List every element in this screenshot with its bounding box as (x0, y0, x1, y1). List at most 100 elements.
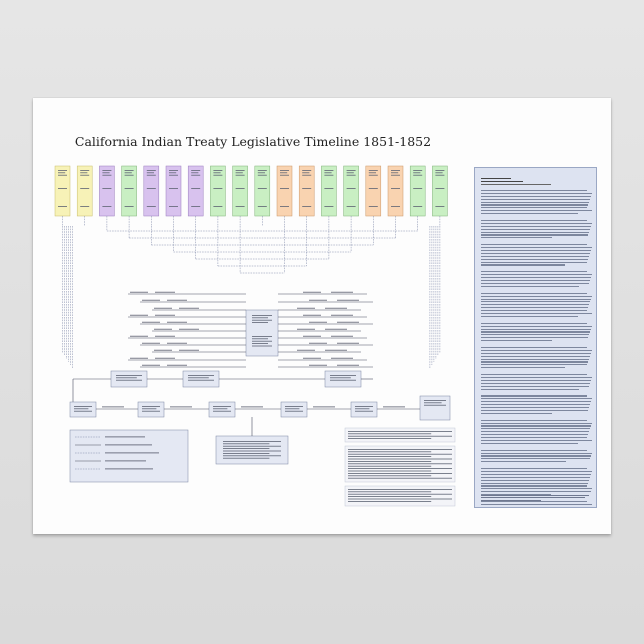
sidebar-text-line (481, 461, 566, 463)
sidebar-text-line (481, 250, 591, 252)
sidebar-text-line (481, 452, 592, 454)
date-label-left (167, 299, 187, 301)
process-box-text (424, 400, 446, 401)
treaty-box-text (191, 172, 199, 174)
process-date-label (383, 406, 405, 408)
treaty-box-text (146, 172, 154, 174)
treaty-box-text (235, 206, 245, 207)
treaty-box-text (435, 172, 443, 174)
treaty-column-box-3 (99, 165, 115, 217)
sidebar-text-line (481, 364, 587, 366)
treaty-box-text (102, 188, 112, 189)
process-date-label (102, 406, 124, 408)
sidebar-text-block (481, 190, 592, 507)
notes-paragraph-text (348, 496, 432, 497)
sidebar-text-line (481, 367, 565, 369)
sidebar-text-line (481, 355, 590, 357)
treaty-column-box-17 (409, 165, 426, 217)
notes-paragraph-text (348, 458, 452, 460)
notes-paragraph-text (348, 465, 432, 467)
process-box-text (74, 406, 92, 407)
date-label-right (331, 291, 353, 293)
sidebar-text-line (481, 468, 587, 470)
sidebar-text-line (481, 491, 591, 493)
treaty-box-text (435, 206, 445, 207)
sidebar-text-line (481, 195, 591, 197)
process-date-label (170, 406, 192, 408)
sidebar-text-line (481, 304, 589, 306)
sidebar-text-line (481, 382, 590, 384)
sidebar-text-line (481, 252, 590, 255)
sidebar-text-line (481, 395, 587, 397)
treaty-column-box-12 (298, 165, 315, 217)
sidebar-text-line (481, 312, 592, 315)
legend-entry-text (105, 444, 152, 446)
notes-paragraph-text (348, 435, 452, 437)
sidebar-text-line (481, 431, 589, 433)
treaty-box-text (80, 172, 88, 174)
treaty-column-box-11 (276, 165, 293, 217)
treaty-box-text (169, 172, 177, 174)
notes-paragraph-text (348, 498, 452, 500)
sidebar-text-line (481, 471, 592, 473)
date-label-right (303, 291, 321, 293)
treaty-box-text (102, 206, 112, 207)
treaty-box-text (191, 188, 201, 189)
treaty-box-text (102, 174, 112, 176)
treaty-box-text (124, 206, 134, 207)
treaty-box-text (58, 206, 67, 207)
process-box-row2-6 (419, 395, 451, 421)
treaty-box-text (124, 174, 134, 176)
treaty-box-text (58, 172, 66, 174)
sidebar-text-line (481, 225, 591, 227)
sidebar-text-line (481, 201, 589, 203)
sidebar-text-line (481, 374, 587, 376)
sidebar-text-line (481, 228, 590, 230)
treaty-column-box-16 (387, 165, 404, 217)
senate-box-text (223, 457, 270, 459)
treaty-box-text (368, 206, 378, 207)
date-label-right (309, 342, 327, 344)
treaty-box-text (124, 172, 132, 174)
sidebar-text-line (481, 409, 588, 411)
date-label-right (297, 349, 315, 351)
hub-box-text (252, 343, 268, 344)
treaty-box-text (124, 170, 134, 171)
hub-box-text (252, 319, 272, 321)
sidebar-text-line (481, 301, 590, 303)
treaty-box-text (169, 206, 178, 207)
date-label-right (331, 314, 353, 316)
treaty-column-box-1 (54, 165, 71, 217)
sidebar-text-line (481, 376, 592, 379)
treaty-box-text (413, 188, 423, 189)
treaty-column-box-9 (232, 165, 248, 217)
sidebar-text-line (481, 494, 551, 496)
date-label-left (179, 328, 199, 330)
hub-box-text (252, 322, 268, 323)
process-box-text (213, 410, 231, 412)
treaty-column-box-18 (432, 165, 448, 217)
sidebar-text-line (481, 455, 591, 457)
notes-paragraph-text (348, 501, 432, 502)
sidebar-text-line (481, 412, 552, 414)
process-box-text (142, 408, 157, 410)
process-box-text (213, 406, 231, 407)
sidebar-footer-text (481, 493, 591, 501)
date-label-left (155, 357, 175, 359)
sidebar-text-line (481, 407, 589, 409)
sidebar-text-line (481, 264, 565, 266)
sidebar-text-line (481, 277, 591, 279)
date-label-left (167, 364, 187, 366)
sidebar-text-line (481, 322, 587, 324)
sidebar-text-line (481, 346, 587, 349)
treaty-box-text (146, 174, 156, 176)
sidebar-text-line (481, 285, 579, 287)
process-box-row2-1 (69, 401, 97, 418)
treaty-box-text (213, 188, 223, 189)
hub-box-text (252, 345, 272, 347)
date-label-left (155, 291, 175, 293)
sidebar-text-line (481, 192, 592, 194)
treaty-column-box-13 (321, 165, 337, 217)
treaty-box-text (80, 170, 90, 171)
sidebar-text-line (481, 282, 589, 285)
